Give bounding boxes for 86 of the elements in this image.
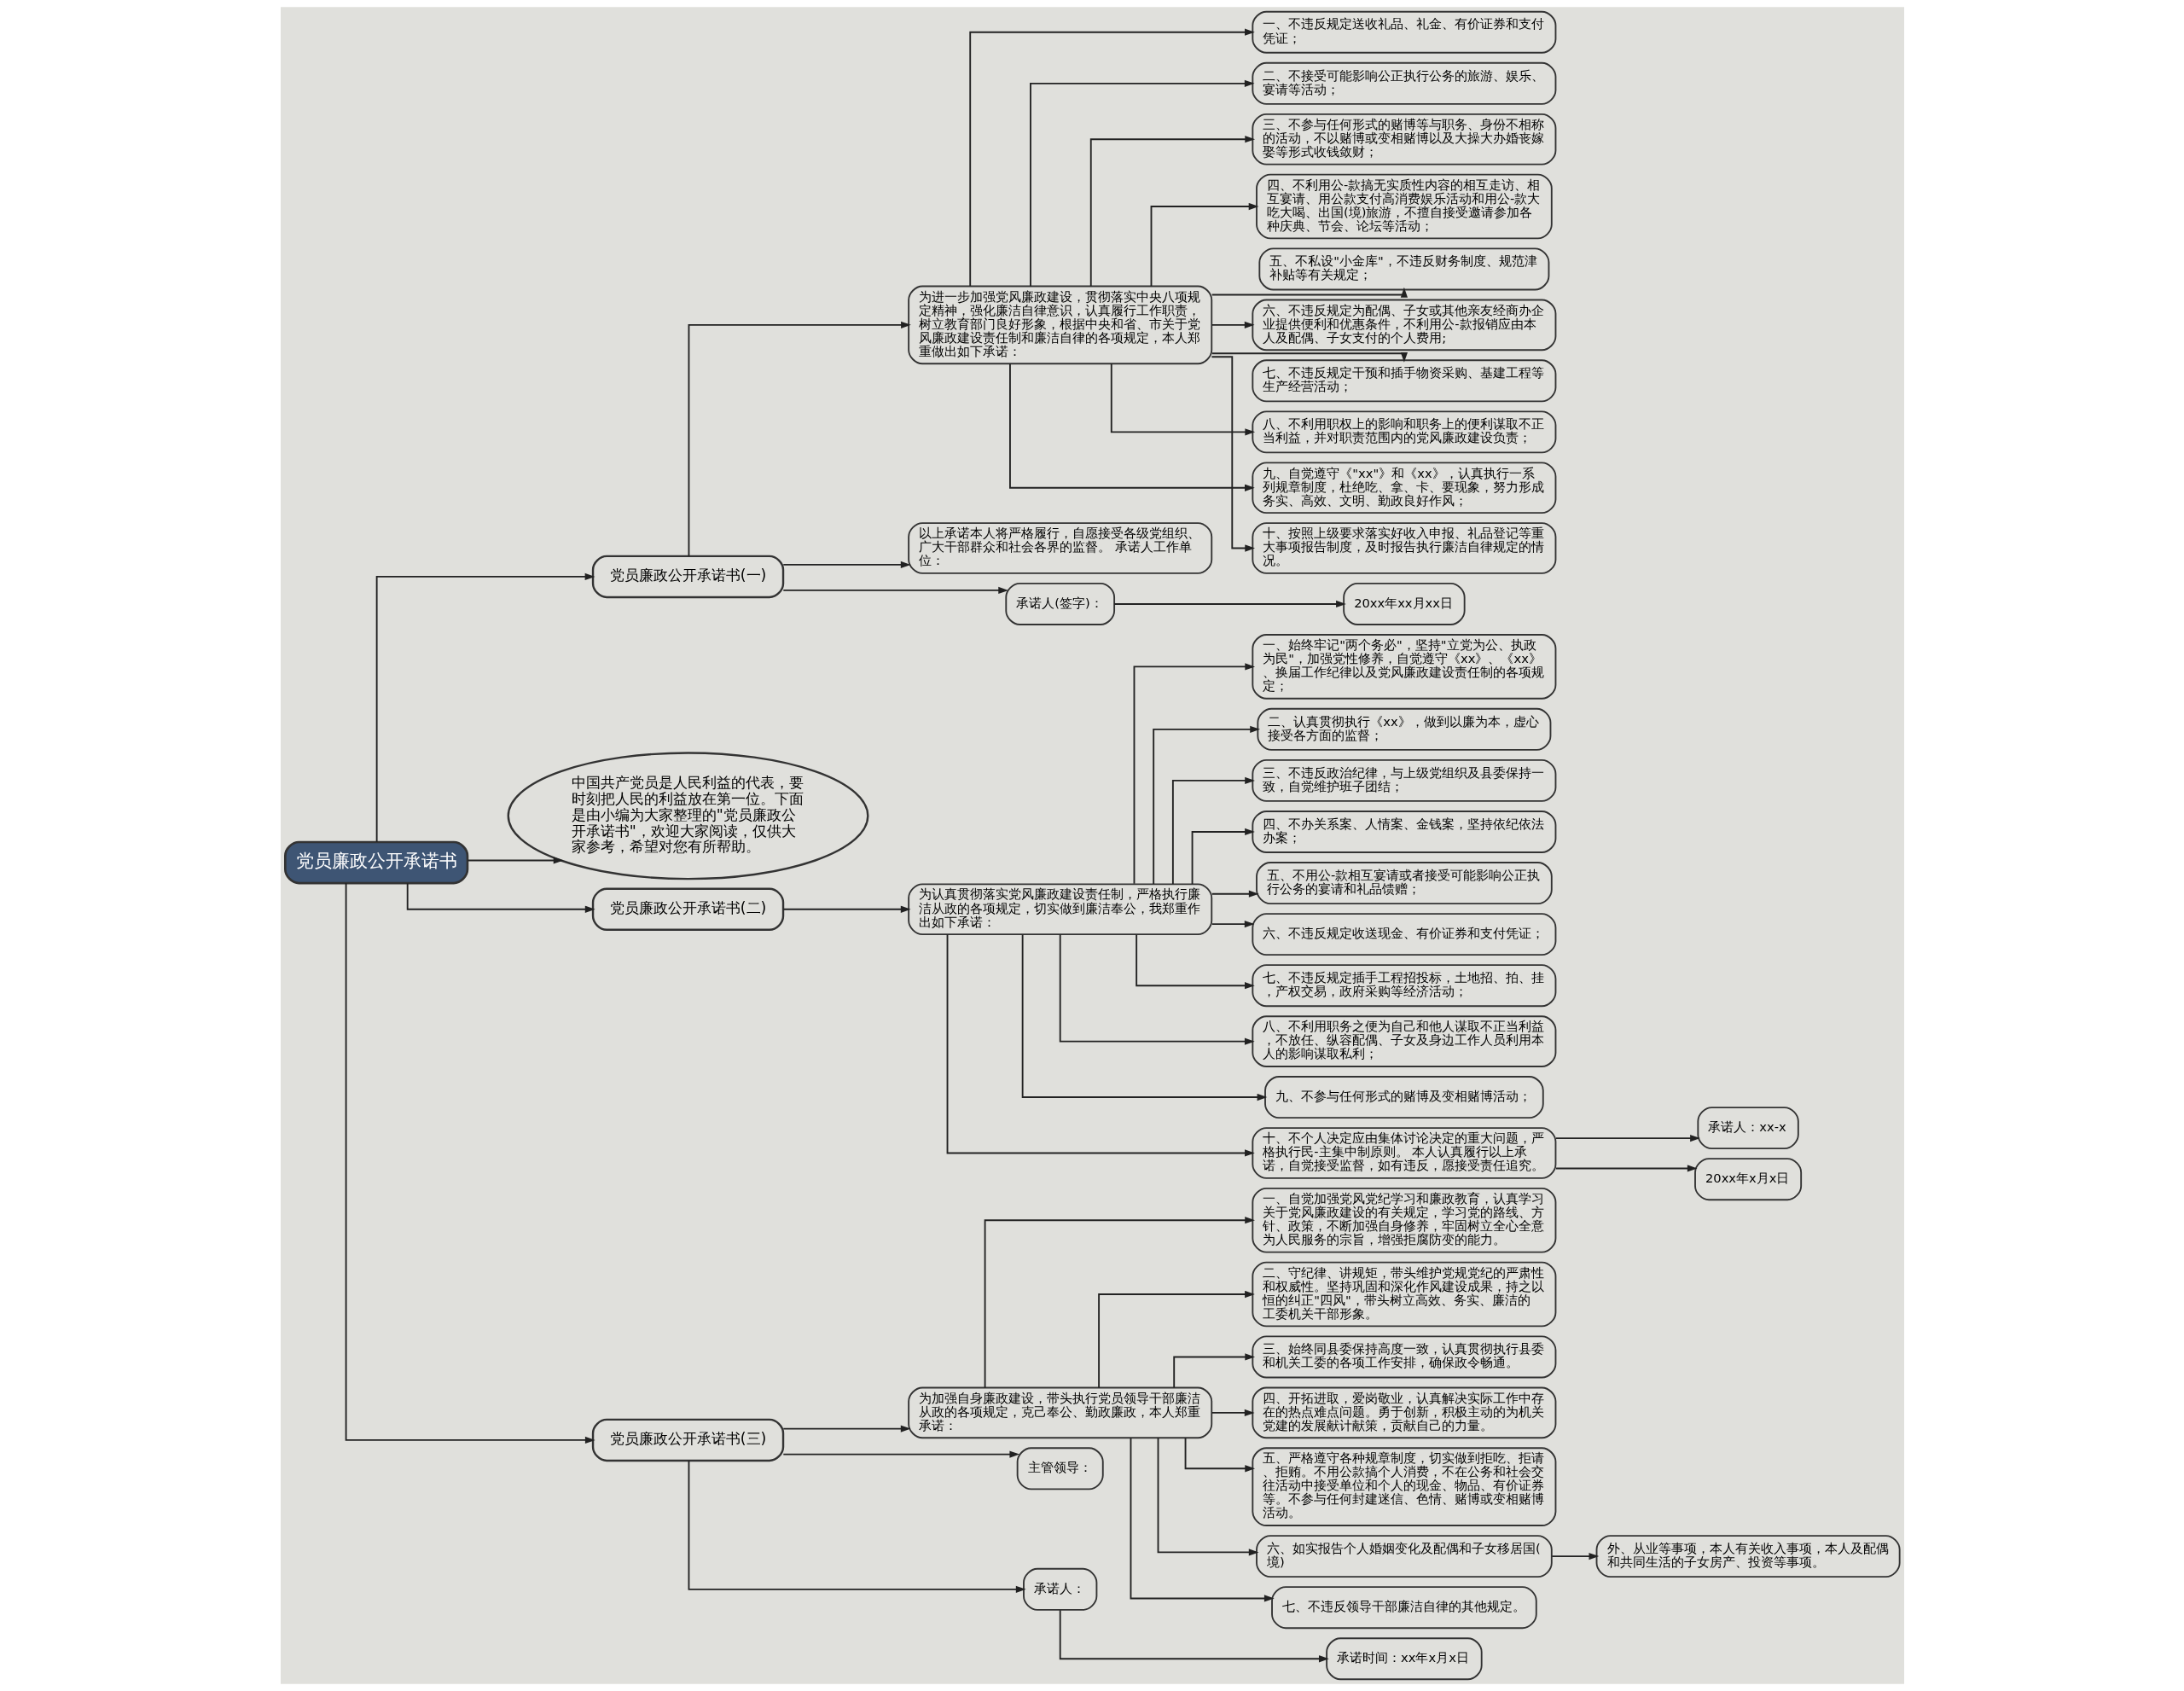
node-box: 七、不违反规定插手工程招投标，土地招、拍、挂，产权交易，政府采购等经济活动； — [1251, 964, 1556, 1008]
arrow — [1550, 1552, 1599, 1560]
node-box: 五、不用公-款相互宴请或者接受可能影响公正执行公务的宴请和礼品馈赠； — [1255, 862, 1553, 905]
arrow — [375, 572, 595, 843]
node-box: 以上承诺本人将严格履行，自愿接受各级党组织、广大干部群众和社会各界的监督。 承诺人工作单位： — [907, 522, 1212, 574]
arrow — [1021, 933, 1267, 1101]
arrow — [1130, 1437, 1275, 1602]
node-box: 为认真贯彻落实党风廉政建设责任制，严格执行廉洁从政的各项规定，切实做到廉洁奉公，我郑重作出如下承诺： — [907, 883, 1212, 936]
arrow — [1150, 202, 1258, 288]
arrow — [946, 933, 1255, 1157]
node-box: 三、不违反政治纪律，与上级党组织及县委保持一致，自觉维护班子团结； — [1251, 758, 1556, 802]
node-box: 一、始终牢记"两个务必"，坚持"立党为公、执政为民"，加强党性修养，自觉遵守《xx》、《xx》、换届工作纪律以及党风廉政建设责任制的各项规定； — [1251, 634, 1556, 700]
node-box: 四、不利用公-款搞无实质性内容的相互走访、相互宴请、用公款支付高消费娱乐活动和用公-款大吃大喝、出国(境)旅游，不擅自接受邀请参加各种庆典、节会、论坛等活动； — [1255, 173, 1553, 240]
node-box: 20xx年x月x日 — [1693, 1158, 1802, 1201]
node-box: 二、认真贯彻执行《xx》，做到以廉为本，虚心接受各方面的监督； — [1256, 707, 1551, 751]
node-box: 二、守纪律、讲规矩，带头维护党规党纪的严肃性和权威性。坚持巩固和深化作风建设成果，持之以恒的纠正"四风"，带头树立高效、务实、廉洁的工委机关干部形象。 — [1251, 1261, 1556, 1328]
node-box: 九、自觉遵守《"xx"》和《xx》，认真执行一系列规章制度，杜绝吃、拿、卡、要现象，努力形成务实、高效、文明、勤政良好作风； — [1251, 462, 1556, 514]
node-box: 承诺人(签字)： — [1004, 583, 1115, 625]
arrow — [1554, 1135, 1700, 1142]
node-box: 六、不违反规定收送现金、有价证券和支付凭证； — [1251, 913, 1556, 956]
arrow — [1171, 776, 1255, 886]
arrow — [1211, 321, 1255, 328]
arrow — [781, 1450, 1019, 1458]
node-box: 一、不违反规定送收礼品、礼金、有价证券和支付凭证； — [1251, 10, 1556, 54]
arrow — [968, 28, 1255, 288]
arrow — [781, 561, 911, 568]
node-box: 党员廉政公开承诺书(二) — [591, 887, 784, 931]
node-box: 20xx年xx月xx日 — [1342, 583, 1466, 625]
arrow — [1110, 363, 1255, 436]
node-box: 一、自觉加强党风党纪学习和廉政教育，认真学习关于党风廉政建设的有关规定，学习党的路线、方针、政策，不断加强自身修养，牢固树立全心全意为人民服务的宗旨，增强拒腐防变的能力。 — [1251, 1187, 1556, 1253]
arrow — [1211, 287, 1408, 298]
arrow — [1210, 356, 1255, 552]
arrow — [781, 1425, 911, 1432]
node-box: 承诺人： — [1022, 1567, 1097, 1611]
arrow — [1133, 663, 1255, 885]
arrow — [1089, 136, 1255, 288]
node-box: 三、始终同县委保持高度一致，认真贯彻执行县委和机关工委的各项工作安排，确保政令畅通。 — [1251, 1335, 1556, 1379]
arrow — [1191, 828, 1255, 885]
arrow — [345, 882, 595, 1444]
arrow — [1211, 890, 1259, 898]
arrow — [466, 857, 563, 864]
node-box: 四、不办关系案、人情案、金钱案，坚持依纪依法办案； — [1251, 811, 1556, 853]
node-box: 八、不利用职权上的影响和职务上的便利谋取不正当利益，并对职责范围内的党风廉政建设负责； — [1251, 410, 1556, 454]
node-box: 九、不参与任何形式的赌博及变相赌博活动； — [1263, 1076, 1544, 1119]
node-box: 六、不违反规定为配偶、子女或其他亲友经商办企业提供便利和优惠条件，不利用公-款报销应由本人及配偶、子女支付的个人费用; — [1251, 299, 1556, 352]
node-box: 党员廉政公开承诺书(一) — [591, 555, 784, 599]
node-box: 四、开拓进取，爱岗敬业，认真解决实际工作中存在的热点难点问题。勇于创新，积极主动的为机关党建的发展献计献策，贡献自己的力量。 — [1251, 1386, 1556, 1439]
arrow — [688, 1460, 1026, 1593]
node-box: 十、不个人决定应由集体讨论决定的重大问题，严格执行民-主集中制原则。 本人认真履行以上承诺，自觉接受监督，如有违反，愿接受责任追究。 — [1251, 1127, 1556, 1179]
arrow — [688, 321, 911, 557]
arrow — [1097, 1290, 1255, 1389]
arrow — [1184, 1437, 1255, 1473]
node-box: 为进一步加强党风廉政建设，贯彻落实中央八项规定精神，强化廉洁自律意识，认真履行工作职责，树立教育部门良好形象，根据中央和省、市关于党风廉政建设责任制和廉洁自律的各项规定，本人郑重做出如下承诺： — [907, 285, 1212, 365]
arrow — [1554, 1165, 1698, 1172]
arrow — [1157, 1437, 1259, 1556]
node-box: 承诺人：xx-x — [1696, 1107, 1799, 1150]
arrow — [1152, 725, 1260, 885]
node-box: 党员廉政公开承诺书(三) — [591, 1418, 784, 1462]
node-box: 七、不违反领导干部廉洁自律的其他规定。 — [1270, 1586, 1537, 1630]
node-box: 七、不违反规定干预和插手物资采购、基建工程等生产经营活动； — [1251, 359, 1556, 403]
node-box: 二、不接受可能影响公正执行公务的旅游、娱乐、宴请等活动； — [1251, 61, 1556, 105]
arrow — [1008, 363, 1255, 491]
arrow — [1112, 600, 1346, 608]
arrow — [1059, 1609, 1329, 1663]
arrow — [984, 1217, 1255, 1389]
arrow — [1059, 933, 1255, 1045]
node-ellipse: 中国共产党员是人民利益的代表，要时刻把人民的利益放在第一位。下面是由小编为大家整理的"党员廉政公开承诺书"，欢迎大家阅读，仅供大家参考，希望对您有所帮助。 — [507, 752, 868, 880]
node-box: 五、严格遵守各种规章制度，切实做到拒吃、拒请、拒贿。不用公款搞个人消费，不在公务和社会交往活动中接受单位和个人的现金、物品、有价证券等。不参与任何封建迷信、色情、赌博或变相赌博活动。 — [1251, 1447, 1556, 1526]
arrow — [1211, 352, 1408, 363]
node-box: 八、不利用职务之便为自己和他人谋取不正当利益，不放任、纵容配偶、子女及身边工作人员利用本人的影响谋取私利； — [1251, 1015, 1556, 1067]
node-box: 外、从业等事项，本人有关收入事项，本人及配偶和共同生活的子女房产、投资等事项。 — [1595, 1535, 1901, 1578]
arrow — [781, 905, 911, 913]
arrow — [1211, 921, 1255, 928]
node-box: 党员廉政公开承诺书 — [283, 840, 468, 885]
node-box: 六、如实报告个人婚姻变化及配偶和子女移居国(境) — [1255, 1535, 1553, 1578]
arrow — [781, 586, 1008, 595]
node-box: 为加强自身廉政建设，带头执行党员领导干部廉洁从政的各项规定，克己奉公、勤政廉政，本人郑重承诺： — [907, 1386, 1212, 1439]
node-box: 三、不参与任何形式的赌博等与职务、身份不相称的活动，不以赌博或变相赌博以及大操大办婚丧嫁娶等形式收钱敛财； — [1251, 113, 1556, 166]
arrow — [1211, 1409, 1255, 1416]
node-box: 承诺时间：xx年x月x日 — [1325, 1637, 1483, 1681]
node-box: 主管领导： — [1016, 1447, 1104, 1491]
arrow — [1172, 1353, 1255, 1389]
arrow — [1029, 79, 1255, 288]
node-box: 五、不私设"小金库"，不违反财务制度、规范津补贴等有关规定； — [1258, 247, 1549, 291]
arrow — [1135, 933, 1255, 990]
node-box: 十、按照上级要求落实好收入申报、礼品登记等重大事项报告制度，及时报告执行廉洁自律规定的情况。 — [1251, 522, 1556, 574]
